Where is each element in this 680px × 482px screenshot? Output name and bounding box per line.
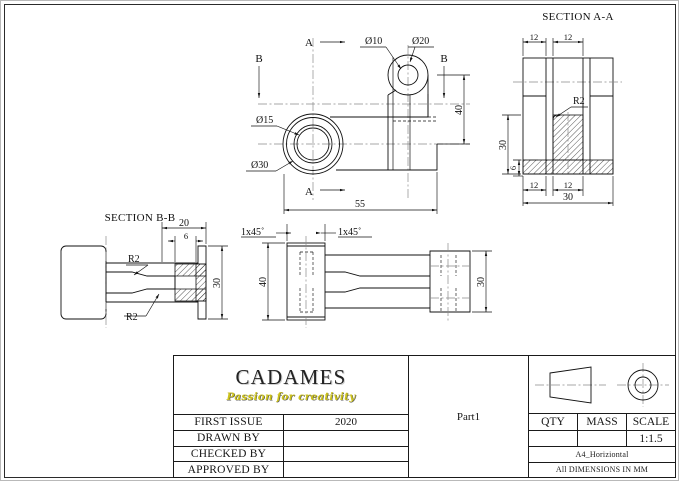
title-block-logo-column: CADAMES Passion for creativity FIRST ISS… [174,356,409,477]
dim-chamfer-left: 1x45˚ [241,227,264,238]
dim-12-aa-bot-right: 12 [564,180,573,190]
units-note: All DIMENSIONS IN MM [555,465,649,475]
view-main: A A B B Ø10 Ø20 Ø15 Ø30 [246,36,470,214]
row-label-checked-by: CHECKED BY [174,446,284,462]
crosshair-circle-icon [617,362,670,407]
scale-value[interactable]: 1:1.5 [639,432,663,445]
company-logo: CADAMES Passion for creativity [174,356,408,415]
title-block-right-column: QTY MASS SCALE 1:1.5 A4_Horiziontal All … [529,356,675,477]
cone-icon [534,365,606,404]
section-mark-a-bottom: A [305,186,313,198]
qms-value-row: 1:1.5 [529,431,675,447]
dim-12-aa-bot-left: 12 [530,180,539,190]
row-value-checked-by[interactable] [284,447,408,462]
dim-chamfer-right: 1x45˚ [338,227,361,238]
mass-header: MASS [578,414,627,430]
brand-tagline: Passion for creativity [226,391,356,403]
row-label-drawn-by: DRAWN BY [174,430,284,446]
qty-value[interactable] [529,431,578,446]
section-mark-a-top: A [305,37,313,49]
brand-name: CADAMES [235,365,347,389]
table-row: FIRST ISSUE 2020 [174,415,408,431]
dim-30-aa-height: 30 [498,140,509,150]
dim-30-bottom: 30 [476,277,487,287]
dim-r2-aa: R2 [573,96,585,107]
revision-rows: FIRST ISSUE 2020 DRAWN BY CHECKED BY APP… [174,415,408,477]
row-label-approved-by: APPROVED BY [174,462,284,477]
table-row: CHECKED BY [174,446,408,463]
qms-header-row: QTY MASS SCALE [529,414,675,431]
projection-symbol-cell [529,356,675,414]
dim-12-aa-top-right: 12 [564,32,573,42]
row-value-drawn-by[interactable] [284,431,408,446]
qty-header: QTY [529,414,578,430]
view-bottom-front: 1x45˚ 1x45˚ 40 30 [241,224,492,328]
section-bb-title: SECTION B-B [105,212,176,224]
dim-d20: Ø20 [412,36,429,47]
part-name-cell: Part1 [409,356,529,477]
dim-55: 55 [355,199,365,210]
row-value-approved-by[interactable] [284,462,408,477]
table-row: DRAWN BY [174,430,408,447]
row-value-first-issue[interactable]: 2020 [335,416,357,429]
dim-d10: Ø10 [365,36,382,47]
dim-40-main: 40 [454,105,465,115]
dim-r2-bb-top: R2 [128,254,140,265]
dim-d30: Ø30 [251,160,268,171]
section-mark-b-right: B [440,53,447,65]
dim-30-bb: 30 [212,278,223,288]
dim-12-aa-top-left: 12 [530,32,539,42]
table-row: APPROVED BY [174,462,408,477]
dim-20-bb: 20 [179,218,189,229]
dim-d15: Ø15 [256,115,273,126]
view-section-bb: SECTION B-B R2 R2 20 [60,212,228,328]
dim-40-bottom: 40 [258,277,269,287]
title-block: CADAMES Passion for creativity FIRST ISS… [173,355,676,478]
dim-6-bb: 6 [184,231,188,241]
row-label-first-issue: FIRST ISSUE [174,415,284,430]
dim-r2-bb-bottom: R2 [126,312,138,323]
sheet-format-label: A4_Horiziontal [529,447,675,463]
dim-30-aa-width: 30 [563,192,573,203]
scale-header: SCALE [632,416,670,428]
mass-value[interactable] [578,431,627,446]
dim-6-aa: 6 [508,166,518,170]
section-aa-title: SECTION A-A [542,11,613,23]
section-mark-b-left: B [255,53,262,65]
view-section-aa: SECTION A-A R2 [498,11,622,206]
